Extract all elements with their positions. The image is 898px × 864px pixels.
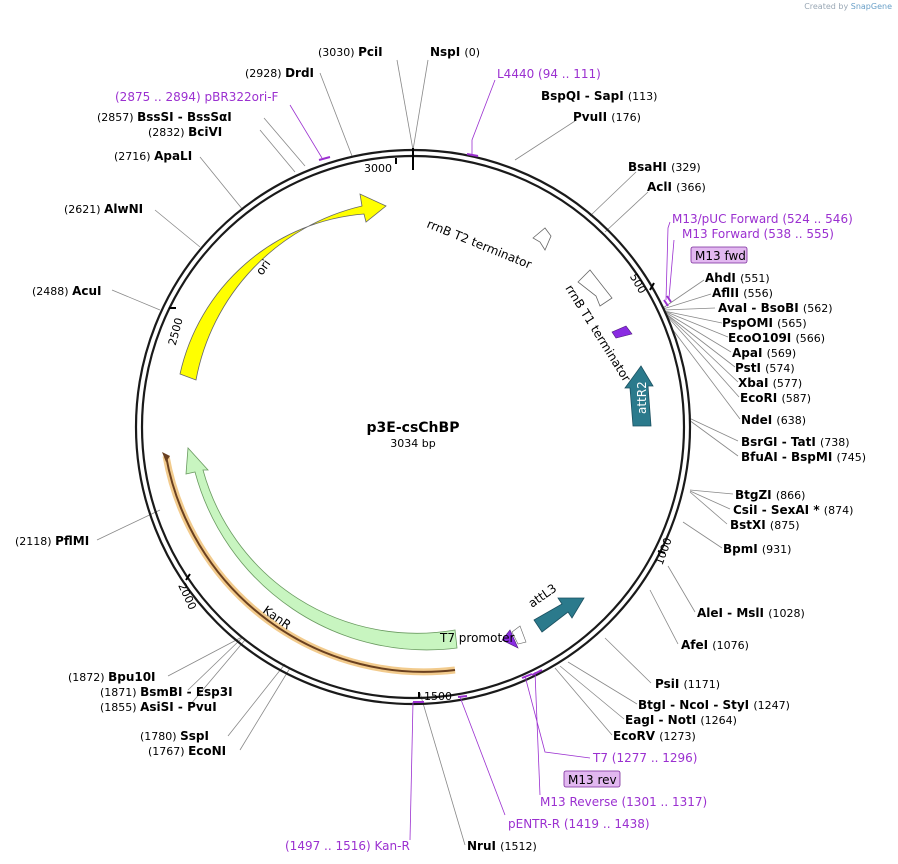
site-label[interactable]: NruI (1512) [467,839,537,853]
plasmid-name: p3E-csChBP [367,420,460,436]
kanr-feature[interactable] [185,447,458,651]
site-label[interactable]: BsaHI (329) [628,160,701,174]
site-label[interactable]: CsiI - SexAI * (874) [733,503,853,517]
site-label[interactable]: (2857) BssSI - BssSαI [97,110,232,124]
site-label[interactable]: PsiI (1171) [655,677,720,691]
site-label[interactable]: (2488) AcuI [32,284,102,298]
site-label[interactable]: PspOMI (565) [722,316,807,330]
rrnb-t2-label: rrnB T2 terminator [425,217,534,272]
tick-2000: 2000 [175,581,199,612]
site-label[interactable]: EcoRI (587) [740,391,811,405]
site-label[interactable]: PstI (574) [735,361,795,375]
restriction-sites: (3030) PciI NspI (0) BspQI - SapI (113) Pvu… [15,45,866,853]
site-label[interactable]: AhdI (551) [705,271,770,285]
primer-label[interactable]: M13 Forward (538 .. 555) [682,227,834,241]
site-label[interactable]: (2928) DrdI [245,66,314,80]
ticks [169,148,666,698]
site-label[interactable]: (2118) PflMI [15,534,89,548]
kanr-orf-line [165,455,456,673]
site-label[interactable]: AclI (366) [647,180,706,194]
site-label[interactable]: EagI - NotI (1264) [625,713,737,727]
rrnb-t2-feature[interactable] [532,227,552,251]
site-label[interactable]: (2716) ApaLI [114,149,192,163]
site-label[interactable]: BtgI - NcoI - StyI (1247) [638,698,790,712]
site-label[interactable]: BtgZI (866) [735,488,805,502]
site-label[interactable]: (2621) AlwNI [64,202,143,216]
snapgene-watermark: Created by SnapGene [804,2,892,11]
site-label[interactable]: (2832) BciVI [148,125,222,139]
site-label[interactable]: BspQI - SapI (113) [541,89,657,103]
m13-rev-label: M13 rev [568,773,617,787]
site-label[interactable]: AvaI - BsoBI (562) [718,301,833,315]
primer-labels: L4440 (94 .. 111) M13/pUC Forward (524 ..… [115,67,853,853]
leader-lines [96,59,741,846]
primer-label[interactable]: M13 Reverse (1301 .. 1317) [540,795,707,809]
site-label[interactable]: (1871) BsmBI - Esp3I [100,685,233,699]
t7-feature-a[interactable] [501,629,519,649]
site-label[interactable]: XbaI (577) [738,376,802,390]
primer-label[interactable]: T7 (1277 .. 1296) [592,751,697,765]
site-label[interactable]: EcoO109I (566) [728,331,825,345]
site-label[interactable]: BfuAI - BspMI (745) [741,450,866,464]
site-label[interactable]: BstXI (875) [730,518,800,532]
site-label[interactable]: PvuII (176) [573,110,641,124]
site-label[interactable]: AleI - MslI (1028) [697,606,805,620]
site-label[interactable]: EcoRV (1273) [613,729,696,743]
tick-2500: 2500 [166,316,186,346]
primer-marks [318,153,672,703]
primer-label[interactable]: L4440 (94 .. 111) [497,67,601,81]
primer-leaders [289,79,675,841]
m13-rev-box[interactable] [563,770,621,788]
site-label[interactable]: BsrGI - TatI (738) [741,435,850,449]
primer-label[interactable]: M13/pUC Forward (524 .. 546) [672,212,853,226]
snapgene-logo: SnapGene [850,2,892,11]
m13-fwd-box[interactable] [690,246,748,264]
attr2-label: attR2 [635,381,649,414]
site-label[interactable]: BpmI (931) [723,542,791,556]
t7-promoter-label: T7 promoter [439,631,515,645]
watermark-prefix: Created by [804,2,849,11]
kanr-orf-arrowhead [162,452,170,462]
m13-fwd-label: M13 fwd [695,249,746,263]
site-label[interactable]: (3030) PciI [318,45,383,59]
attr2-feature[interactable] [624,365,654,427]
site-label[interactable]: (1872) Bpu10I [68,670,156,684]
ori-feature[interactable] [179,193,387,381]
site-label[interactable]: (1780) SspI [140,729,209,743]
t7-promoter-feature[interactable] [511,625,527,645]
site-label[interactable]: AfeI (1076) [681,638,749,652]
site-label[interactable]: (1855) AsiSI - PvuI [100,700,217,714]
plasmid-size: 3034 bp [390,437,435,450]
attl3-label: attL3 [526,581,560,610]
primer-label[interactable]: (2875 .. 2894) pBR322ori-F [115,90,279,104]
site-label[interactable]: NspI (0) [430,45,480,59]
tick-3000: 3000 [364,162,392,175]
site-label[interactable]: (1767) EcoNI [148,744,226,758]
site-label[interactable]: ApaI (569) [732,346,796,360]
primer-label[interactable]: pENTR-R (1419 .. 1438) [508,817,650,831]
primer-label[interactable]: (1497 .. 1516) Kan-R [285,839,410,853]
site-label[interactable]: NdeI (638) [741,413,806,427]
rrnb-t1-feature[interactable] [577,269,613,307]
primer-bind-feature[interactable] [611,325,633,339]
attl3-feature[interactable] [533,597,585,633]
tick-1500: 1500 [424,690,452,703]
site-label[interactable]: AflII (556) [712,286,773,300]
tick-1000: 1000 [653,536,675,567]
